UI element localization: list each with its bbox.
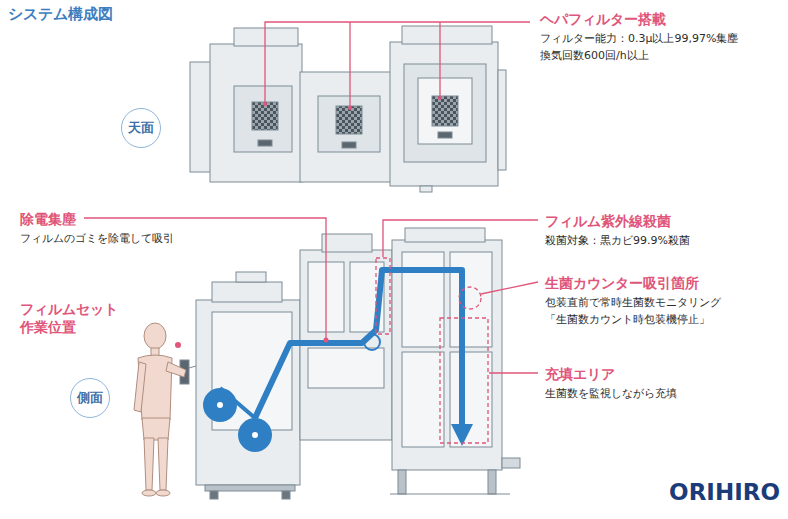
callout-text: 包装直前で常時生菌数モニタリング — [545, 296, 721, 310]
highlight-area — [376, 258, 390, 334]
callout-heading: ヘパフィルター搭載 — [540, 10, 666, 28]
callout-heading: 除電集塵 — [20, 210, 76, 228]
diagram-title: システム構成図 — [8, 5, 113, 25]
callout-heading: 生菌カウンター吸引箇所 — [545, 274, 699, 292]
film-path — [217, 402, 223, 408]
view-label: 天面 — [128, 120, 154, 136]
operator-figure — [134, 323, 186, 496]
operator-figure — [142, 490, 156, 496]
callout-text: 殺菌対象：黒カビ99.9%殺菌 — [545, 234, 690, 248]
side-view — [488, 470, 496, 494]
film-path — [238, 418, 272, 452]
callout-text: 「生菌数カウント時包装機停止」 — [545, 313, 710, 327]
leader-line — [481, 282, 538, 294]
side-view — [308, 348, 384, 388]
top-view — [190, 62, 212, 172]
film-path — [364, 334, 380, 350]
top-view — [258, 140, 272, 146]
leader-line — [265, 22, 530, 102]
film-path — [255, 270, 462, 425]
callout-heading: 充填エリア — [545, 365, 615, 383]
callout-text: フィルムのゴミを除電して吸引 — [20, 232, 174, 246]
highlight-area — [376, 258, 488, 443]
view-label: 側面 — [77, 390, 103, 406]
top-view — [234, 28, 298, 46]
side-view — [210, 491, 218, 499]
top-view — [234, 86, 292, 152]
side-view — [189, 366, 196, 368]
side-view — [205, 485, 295, 491]
top-view — [318, 96, 380, 152]
side-view — [282, 491, 290, 499]
leader-line — [489, 372, 538, 373]
side-view — [322, 234, 372, 252]
side-view — [402, 252, 444, 347]
top-view — [402, 26, 492, 44]
top-view — [342, 142, 356, 148]
leader-line — [265, 22, 530, 106]
callout-heading: フィルムセット 作業位置 — [20, 300, 124, 336]
side-view — [450, 352, 492, 447]
leader-dot — [348, 106, 352, 110]
film-path — [203, 270, 473, 452]
top-view — [210, 44, 302, 182]
callout-text: 換気回数600回/h以上 — [540, 49, 649, 63]
callout-heading: フィルム紫外線殺菌 — [545, 212, 671, 230]
leader-dot — [263, 96, 442, 110]
top-view — [418, 78, 472, 144]
top-view — [404, 64, 486, 162]
operator-figure — [144, 438, 154, 490]
side-view — [390, 494, 510, 495]
side-view — [392, 240, 502, 470]
film-path — [203, 388, 237, 422]
leader-dot — [263, 102, 267, 106]
operator-figure — [156, 490, 170, 496]
top-view — [300, 72, 392, 182]
leader-dot — [175, 338, 329, 349]
side-view — [502, 458, 520, 468]
operator-figure — [142, 418, 170, 440]
leader-line — [439, 22, 440, 96]
side-view — [450, 252, 492, 347]
callout-text: 生菌数を監視しながら充填 — [545, 387, 677, 401]
film-path — [252, 432, 258, 438]
side-view — [398, 470, 406, 494]
top-view — [420, 186, 432, 192]
top-view — [432, 96, 458, 126]
highlight-area — [459, 287, 481, 309]
view-circle: 天面 — [121, 108, 161, 148]
leader-dot — [324, 338, 329, 343]
side-view — [180, 228, 520, 499]
brand-logo: ORIHIRO — [669, 478, 780, 508]
top-view — [390, 42, 498, 186]
operator-figure — [144, 323, 166, 349]
side-view — [196, 300, 300, 485]
leader-line — [383, 220, 538, 257]
operator-figure — [134, 362, 146, 412]
operator-figure — [166, 362, 186, 377]
leader-line — [349, 22, 350, 106]
side-view — [402, 352, 444, 447]
side-view — [236, 272, 266, 282]
side-view — [405, 228, 485, 242]
operator-figure — [158, 438, 168, 490]
callout-text: フィルター能力：0.3μ以上99,97%集塵 — [540, 32, 738, 46]
view-circle: 側面 — [70, 378, 110, 418]
top-view — [438, 132, 452, 138]
top-view — [190, 26, 506, 192]
leader-dot — [175, 342, 181, 348]
side-view — [212, 282, 282, 302]
top-view — [252, 102, 278, 130]
highlight-area — [440, 318, 488, 443]
top-view — [498, 70, 506, 170]
leader-dot — [438, 96, 442, 100]
top-view — [336, 106, 362, 134]
